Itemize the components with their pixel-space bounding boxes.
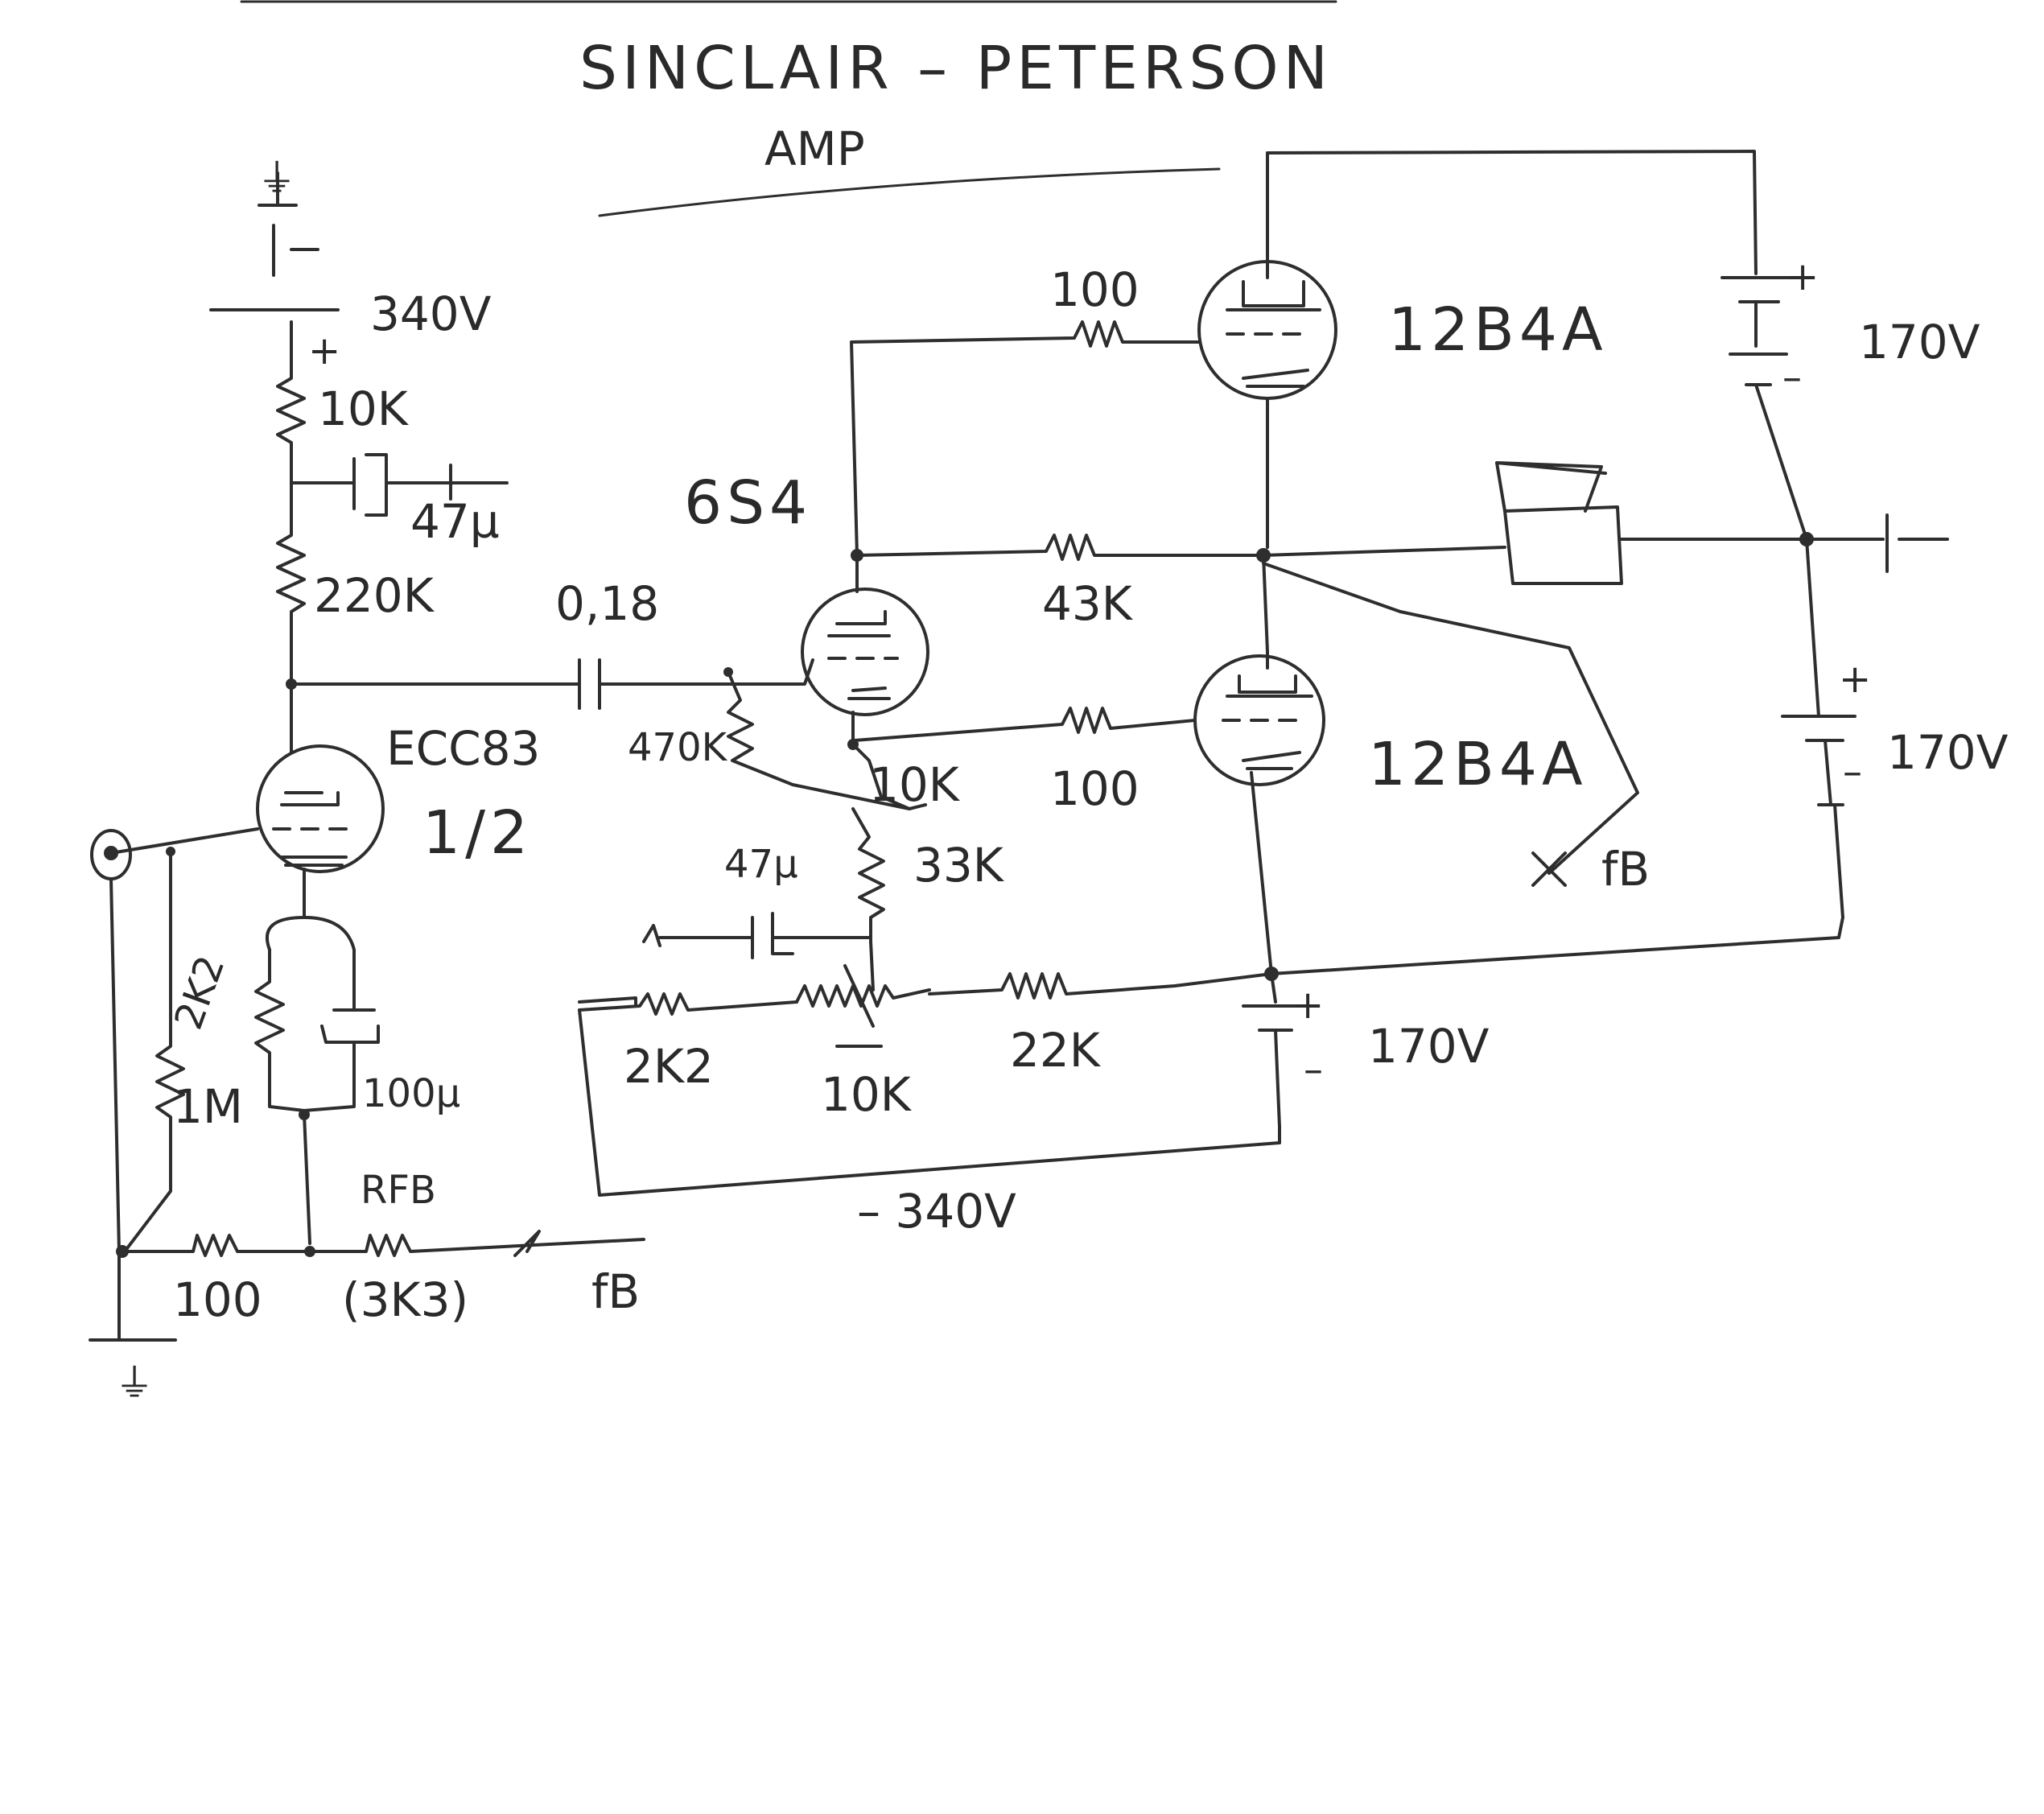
plus-170v-mid: + (1839, 657, 1871, 702)
label-47u-driver: 47µ (724, 842, 798, 887)
battery-170v-low (1242, 972, 1309, 1144)
label-470k: 470K (628, 725, 728, 770)
tube-6s4 (801, 558, 929, 746)
resistor-33k (851, 807, 885, 943)
tube-12b4a-upper (1197, 151, 1337, 549)
label-100-fb: 100 (173, 1272, 262, 1327)
title-line2: AMP (764, 122, 865, 176)
label-2k2-cathode: 2K2 (166, 950, 233, 1035)
plus-170v-low: + (1292, 983, 1324, 1028)
resistor-1m (123, 872, 185, 1253)
battery-170v-top (1721, 276, 1808, 541)
resistor-2k2-cathode (254, 948, 306, 1112)
label-170v-top: 170V (1859, 315, 1980, 369)
plus-170v-top: + (1786, 254, 1819, 299)
wire-input-to-grid (109, 827, 259, 875)
minus-170v-top: – (1782, 355, 1802, 400)
label-018: 0,18 (555, 576, 659, 631)
resistor-22k (928, 972, 1273, 1000)
capacitor-47u-driver (642, 912, 872, 959)
wire-fb-out (1262, 562, 1639, 887)
label-fb-out: fB (1601, 842, 1650, 897)
label-100-upper: 100 (1050, 262, 1139, 317)
label-ecc83: ECC83 (386, 721, 540, 776)
tube-12b4a-lower (1193, 650, 1325, 975)
tube-ecc83 (256, 682, 385, 873)
resistor-10k-top (276, 352, 306, 484)
label-100-lower: 100 (1050, 761, 1139, 816)
label-ecc83-half: 1/2 (422, 798, 533, 868)
capacitor-100u (303, 948, 380, 1112)
resistor-220k (276, 481, 306, 686)
wire-output-node (1262, 546, 1506, 653)
label-100u: 100µ (362, 1071, 460, 1116)
supply-top-label: 340V (370, 287, 492, 341)
minus-170v-low: – (1304, 1047, 1323, 1092)
label-10k-top: 10K (318, 381, 410, 436)
label-33k: 33K (913, 838, 1005, 893)
label-47u-top: 47µ (410, 494, 500, 549)
resistor-100-fb (121, 1234, 311, 1257)
title-underline (598, 167, 1221, 217)
supply-bottom-label: – 340V (857, 1184, 1016, 1239)
speaker-icon (1495, 461, 1623, 585)
resistor-10k-driver (791, 743, 927, 810)
resistor-2k2-bias (578, 992, 798, 1016)
wire-bottom-return (1270, 936, 1840, 975)
label-43k: 43K (1042, 576, 1134, 631)
label-12b4a-upper: 12B4A (1388, 295, 1608, 365)
label-12b4a-lower: 12B4A (1368, 730, 1588, 799)
label-rfb-value: (3K3) (342, 1272, 468, 1327)
label-170v-mid: 170V (1887, 725, 2009, 780)
pot-10k (795, 964, 931, 1048)
resistor-100-lower (853, 707, 1197, 742)
resistor-43k (855, 534, 1265, 561)
resistor-100-upper (850, 320, 1201, 557)
label-220k: 220K (314, 568, 435, 623)
label-6s4: 6S4 (684, 468, 812, 538)
label-fb-in: fB (591, 1264, 640, 1319)
capacitor-018 (578, 658, 730, 710)
label-170v-low: 170V (1368, 1019, 1490, 1074)
svg-text:⏚: ⏚ (258, 156, 296, 201)
wire-cathode-to-fb (303, 1113, 311, 1245)
label-rfb: RFB (361, 1168, 436, 1213)
label-22k: 22K (1010, 1023, 1102, 1078)
wire-mid-ground (1805, 513, 1949, 573)
battery-170v-mid (1781, 538, 1856, 939)
supply-top-plus: + (308, 328, 340, 373)
wire-top-rail (1266, 150, 1758, 275)
wire-bias-left (578, 1008, 1281, 1197)
capacitor-47u-top (290, 453, 509, 517)
resistor-470k (727, 670, 794, 786)
wire-pot-wiper (869, 940, 875, 992)
wire-ground-left (89, 877, 177, 1342)
ground-bottom-symbol: ⏚ (115, 1361, 154, 1406)
label-pot-10k: 10K (821, 1067, 913, 1122)
wire-cathode (265, 868, 356, 951)
supply-340v-positive: ⏚ (209, 156, 340, 356)
minus-170v-mid: – (1843, 749, 1862, 794)
title-line1: SINCLAIR – PETERSON (579, 34, 1333, 103)
label-1m: 1M (173, 1079, 243, 1134)
label-10k-driver: 10K (869, 757, 961, 812)
resistor-rfb (308, 1230, 645, 1257)
label-2k2-bias: 2K2 (624, 1039, 714, 1094)
wire-coupling-to-grid (727, 658, 814, 686)
